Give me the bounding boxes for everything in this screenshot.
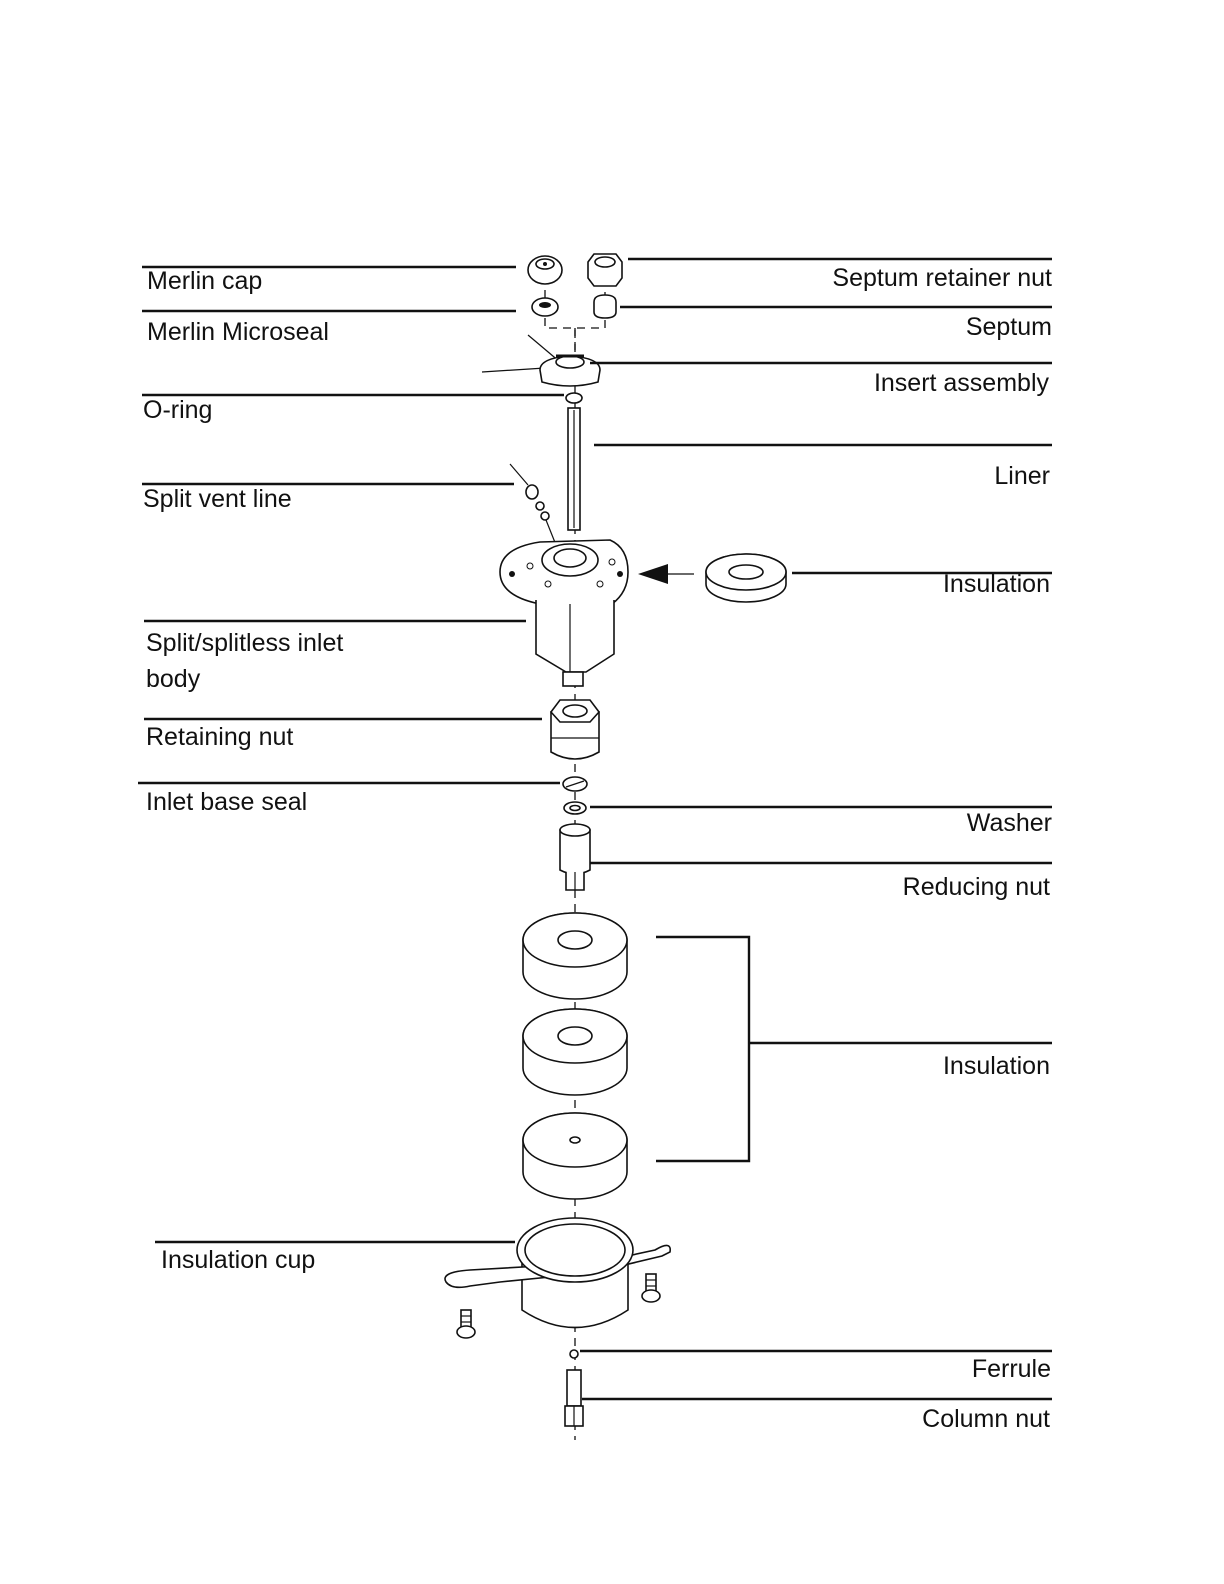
retaining-nut-part [551,700,599,759]
label-split-vent-line: Split vent line [143,485,292,513]
insulation-disc-1 [523,913,627,999]
insulation-disc-3 [523,1113,627,1199]
label-insulation-top: Insulation [943,570,1050,598]
screw-right-part [642,1274,660,1302]
reducing-nut-part [560,824,590,890]
label-inlet-base-seal: Inlet base seal [146,788,307,816]
inlet-base-seal-part [563,777,587,791]
ferrule-part [570,1350,578,1358]
label-inlet-body-line1: Split/splitless inlet [146,629,343,657]
bracket-insulation-stack [656,937,1052,1161]
merlin-cap-part [528,256,562,284]
label-ferrule: Ferrule [972,1355,1051,1383]
label-septum: Septum [966,313,1052,341]
insulation-disc-2 [523,1009,627,1095]
label-merlin-cap: Merlin cap [147,267,262,295]
label-merlin-microseal: Merlin Microseal [147,318,329,346]
insulation-top-part [638,554,786,602]
septum-part [594,295,616,318]
label-septum-retainer-nut: Septum retainer nut [832,264,1052,292]
column-nut-part [565,1370,583,1426]
label-o-ring: O-ring [143,396,212,424]
merlin-microseal-part [532,298,558,316]
o-ring-part [566,393,582,403]
label-insulation-stack: Insulation [943,1052,1050,1080]
insert-assembly-part [482,335,600,386]
inlet-body-part [500,540,628,686]
insert-arrow-icon [638,564,668,584]
label-insert-assembly: Insert assembly [874,369,1050,397]
septum-retainer-nut-part [588,254,622,286]
washer-part [564,802,586,814]
label-washer: Washer [967,809,1052,837]
label-reducing-nut: Reducing nut [903,873,1050,901]
liner-part [568,408,580,530]
label-inlet-body-line2: body [146,665,201,693]
screw-left-part [457,1310,475,1338]
label-retaining-nut: Retaining nut [146,723,293,751]
label-column-nut: Column nut [922,1405,1050,1433]
split-vent-line-part [510,464,556,545]
label-liner: Liner [994,462,1050,490]
insulation-cup-part [445,1218,670,1328]
label-insulation-cup: Insulation cup [161,1246,315,1274]
